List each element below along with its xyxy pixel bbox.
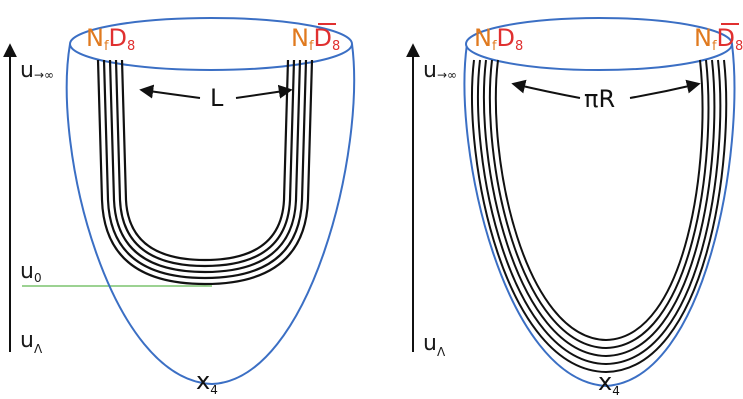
left-axis-label-top: u→∞ [20,58,54,83]
right-axis-label-bottom: uΛ [423,331,446,359]
right-bowl-outline [463,43,736,388]
left-brane-label-anti-d8: NfD8 [291,24,340,54]
right-separation-label: πR [584,85,615,113]
left-brane-line-3 [108,59,302,274]
left-x4-label: x4 [196,367,218,397]
right-separation-arrow-left [511,79,581,99]
right-panel: u→∞ uΛ NfD8 NfD8 πR x4 [406,17,743,398]
left-panel: u→∞ u0 uΛ NfD8 NfD8 L x4 [2,17,356,397]
left-brane-label-d8: NfD8 [86,24,135,54]
right-brane-label-anti-d8: NfD8 [694,24,743,54]
left-brane-line-4 [114,59,296,268]
left-brane-line-2 [102,59,308,280]
left-bowl-rim [69,17,353,71]
right-axis-label-top: u→∞ [423,58,457,83]
right-bowl-rim [465,17,733,71]
right-brane-line-4 [488,59,710,350]
right-separation-arrow-right [629,79,701,99]
left-separation-arrow-right [235,84,293,99]
left-separation-arrow-left [139,84,201,99]
left-brane-line-1 [96,59,314,286]
left-axis-label-bottom: uΛ [20,328,43,356]
left-bowl-outline [65,43,356,386]
left-brane-line-5 [120,59,290,262]
left-axis-label-u0: u0 [20,259,42,285]
left-separation-label: L [210,84,224,112]
right-brane-line-1 [471,59,728,374]
right-brane-line-3 [482,59,716,358]
right-brane-line-2 [477,59,722,366]
right-brane-label-d8: NfD8 [474,24,523,54]
right-x4-label: x4 [598,368,620,398]
right-brane-line-5 [494,59,704,342]
